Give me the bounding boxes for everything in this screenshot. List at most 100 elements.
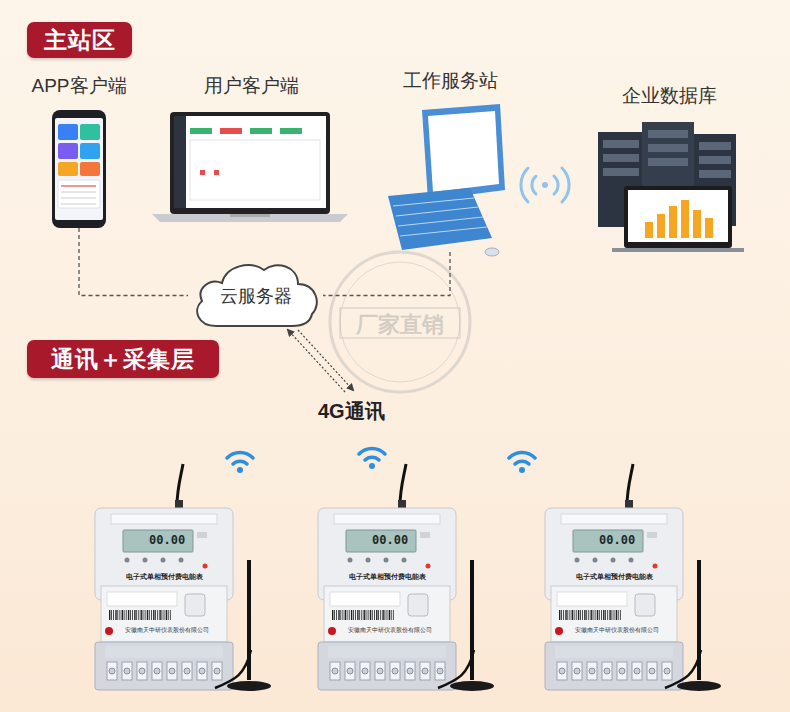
meter-part: [380, 610, 382, 620]
meter-illustration: [318, 464, 494, 691]
illustration-part: [624, 186, 732, 248]
meter-part: [330, 592, 400, 606]
4g-link-arrows: [288, 330, 353, 392]
illustration-part: [80, 162, 100, 176]
meter-part: [123, 530, 193, 552]
meter-part: [593, 558, 598, 563]
meter-part: [332, 668, 338, 674]
illustration-part: [400, 227, 487, 236]
workstation-illustration: [388, 104, 505, 256]
meter-part: [338, 610, 339, 620]
meter-part: [334, 610, 336, 620]
illustration-part: [237, 467, 243, 473]
meter-part: [107, 662, 117, 680]
cloud-server: 云服务器: [188, 258, 323, 333]
meter-part: [597, 610, 598, 620]
meter-part: [609, 610, 610, 620]
illustration-part: [330, 252, 470, 392]
meter-part: [405, 662, 415, 680]
antenna-cable: [400, 464, 406, 506]
meter-part: [390, 610, 392, 620]
meter-part: [113, 610, 115, 620]
illustration-part: [521, 168, 528, 202]
meter-part: [163, 610, 165, 620]
meter-part: [559, 668, 565, 674]
illustration-part: [628, 190, 728, 242]
meter-part: [384, 610, 386, 620]
illustration-part: [220, 128, 242, 134]
illustration-part: [422, 104, 505, 200]
meter-part: [111, 610, 113, 620]
illustration-part: [61, 186, 96, 187]
illustration-part: [58, 124, 78, 140]
illustration-part: [359, 448, 385, 454]
antenna-base: [677, 681, 721, 691]
illustration-part: [562, 168, 569, 202]
meter-part: [346, 530, 416, 552]
database-illustration: [598, 122, 744, 252]
meter-part: [342, 610, 344, 620]
meter-part: [125, 610, 127, 620]
meter-part: [629, 558, 634, 563]
meter-part: [420, 532, 430, 538]
device-label: 用户客户端: [204, 73, 299, 99]
meter-part: [575, 610, 577, 620]
illustration-part: [174, 116, 186, 208]
meter-part: [355, 610, 357, 620]
cloud-label: 云服务器: [220, 284, 292, 308]
electric-meter: 00.00电子式单相预付费电能表安徽南天中研仪表股份有限公司: [95, 500, 233, 690]
illustration-part: [80, 143, 100, 159]
meter-part: [617, 662, 627, 680]
illustration-part: [61, 198, 96, 199]
meter-part: [136, 610, 138, 620]
illustration-part: [554, 176, 558, 194]
meter-maker: 安徽南天中研仪表股份有限公司: [575, 627, 659, 634]
illustration-part: [214, 170, 219, 175]
meter-part: [125, 558, 130, 563]
illustration-part: [369, 463, 375, 469]
illustration-part: [190, 140, 320, 200]
meter-part: [144, 610, 146, 620]
meter-part: [370, 610, 371, 620]
meter-part: [371, 610, 373, 620]
meter-part: [364, 610, 365, 620]
meter-part: [653, 564, 658, 569]
meter-part: [587, 662, 597, 680]
meter-part: [353, 610, 355, 620]
meter-part: [157, 610, 159, 620]
illustration-part: [227, 452, 253, 473]
device-label: APP客户端: [31, 73, 126, 99]
signal-icon: [521, 168, 569, 202]
meter-part: [569, 610, 571, 620]
meter-part: [345, 662, 355, 680]
meter-reading: 00.00: [599, 533, 635, 547]
phone-illustration: [52, 110, 106, 228]
meter-part: [376, 610, 377, 620]
meter-part: [557, 592, 627, 606]
meter-reading: 00.00: [149, 533, 185, 547]
meter-part: [588, 610, 590, 620]
meter-part: [632, 662, 642, 680]
meter-illustration: [95, 464, 271, 691]
meter-part: [572, 662, 582, 680]
meter-part: [345, 610, 346, 620]
meter-part: [377, 668, 383, 674]
illustration-part: [58, 162, 78, 176]
meter-part: [367, 610, 369, 620]
meter-part: [332, 610, 333, 620]
illustration-part: [532, 176, 536, 194]
meter-part: [348, 558, 353, 563]
meter-part: [435, 662, 445, 680]
meter-part: [619, 668, 625, 674]
meter-part: [357, 610, 358, 620]
meter-reading: 00.00: [372, 533, 408, 547]
meter-part: [214, 668, 220, 674]
meter-part: [197, 532, 207, 538]
meter-part: [557, 662, 567, 680]
meter-part: [362, 668, 368, 674]
meter-part: [199, 668, 205, 674]
meter-part: [148, 610, 150, 620]
illustration-part: [699, 170, 731, 178]
illustration-part: [170, 112, 330, 214]
illustration-part: [509, 452, 535, 458]
